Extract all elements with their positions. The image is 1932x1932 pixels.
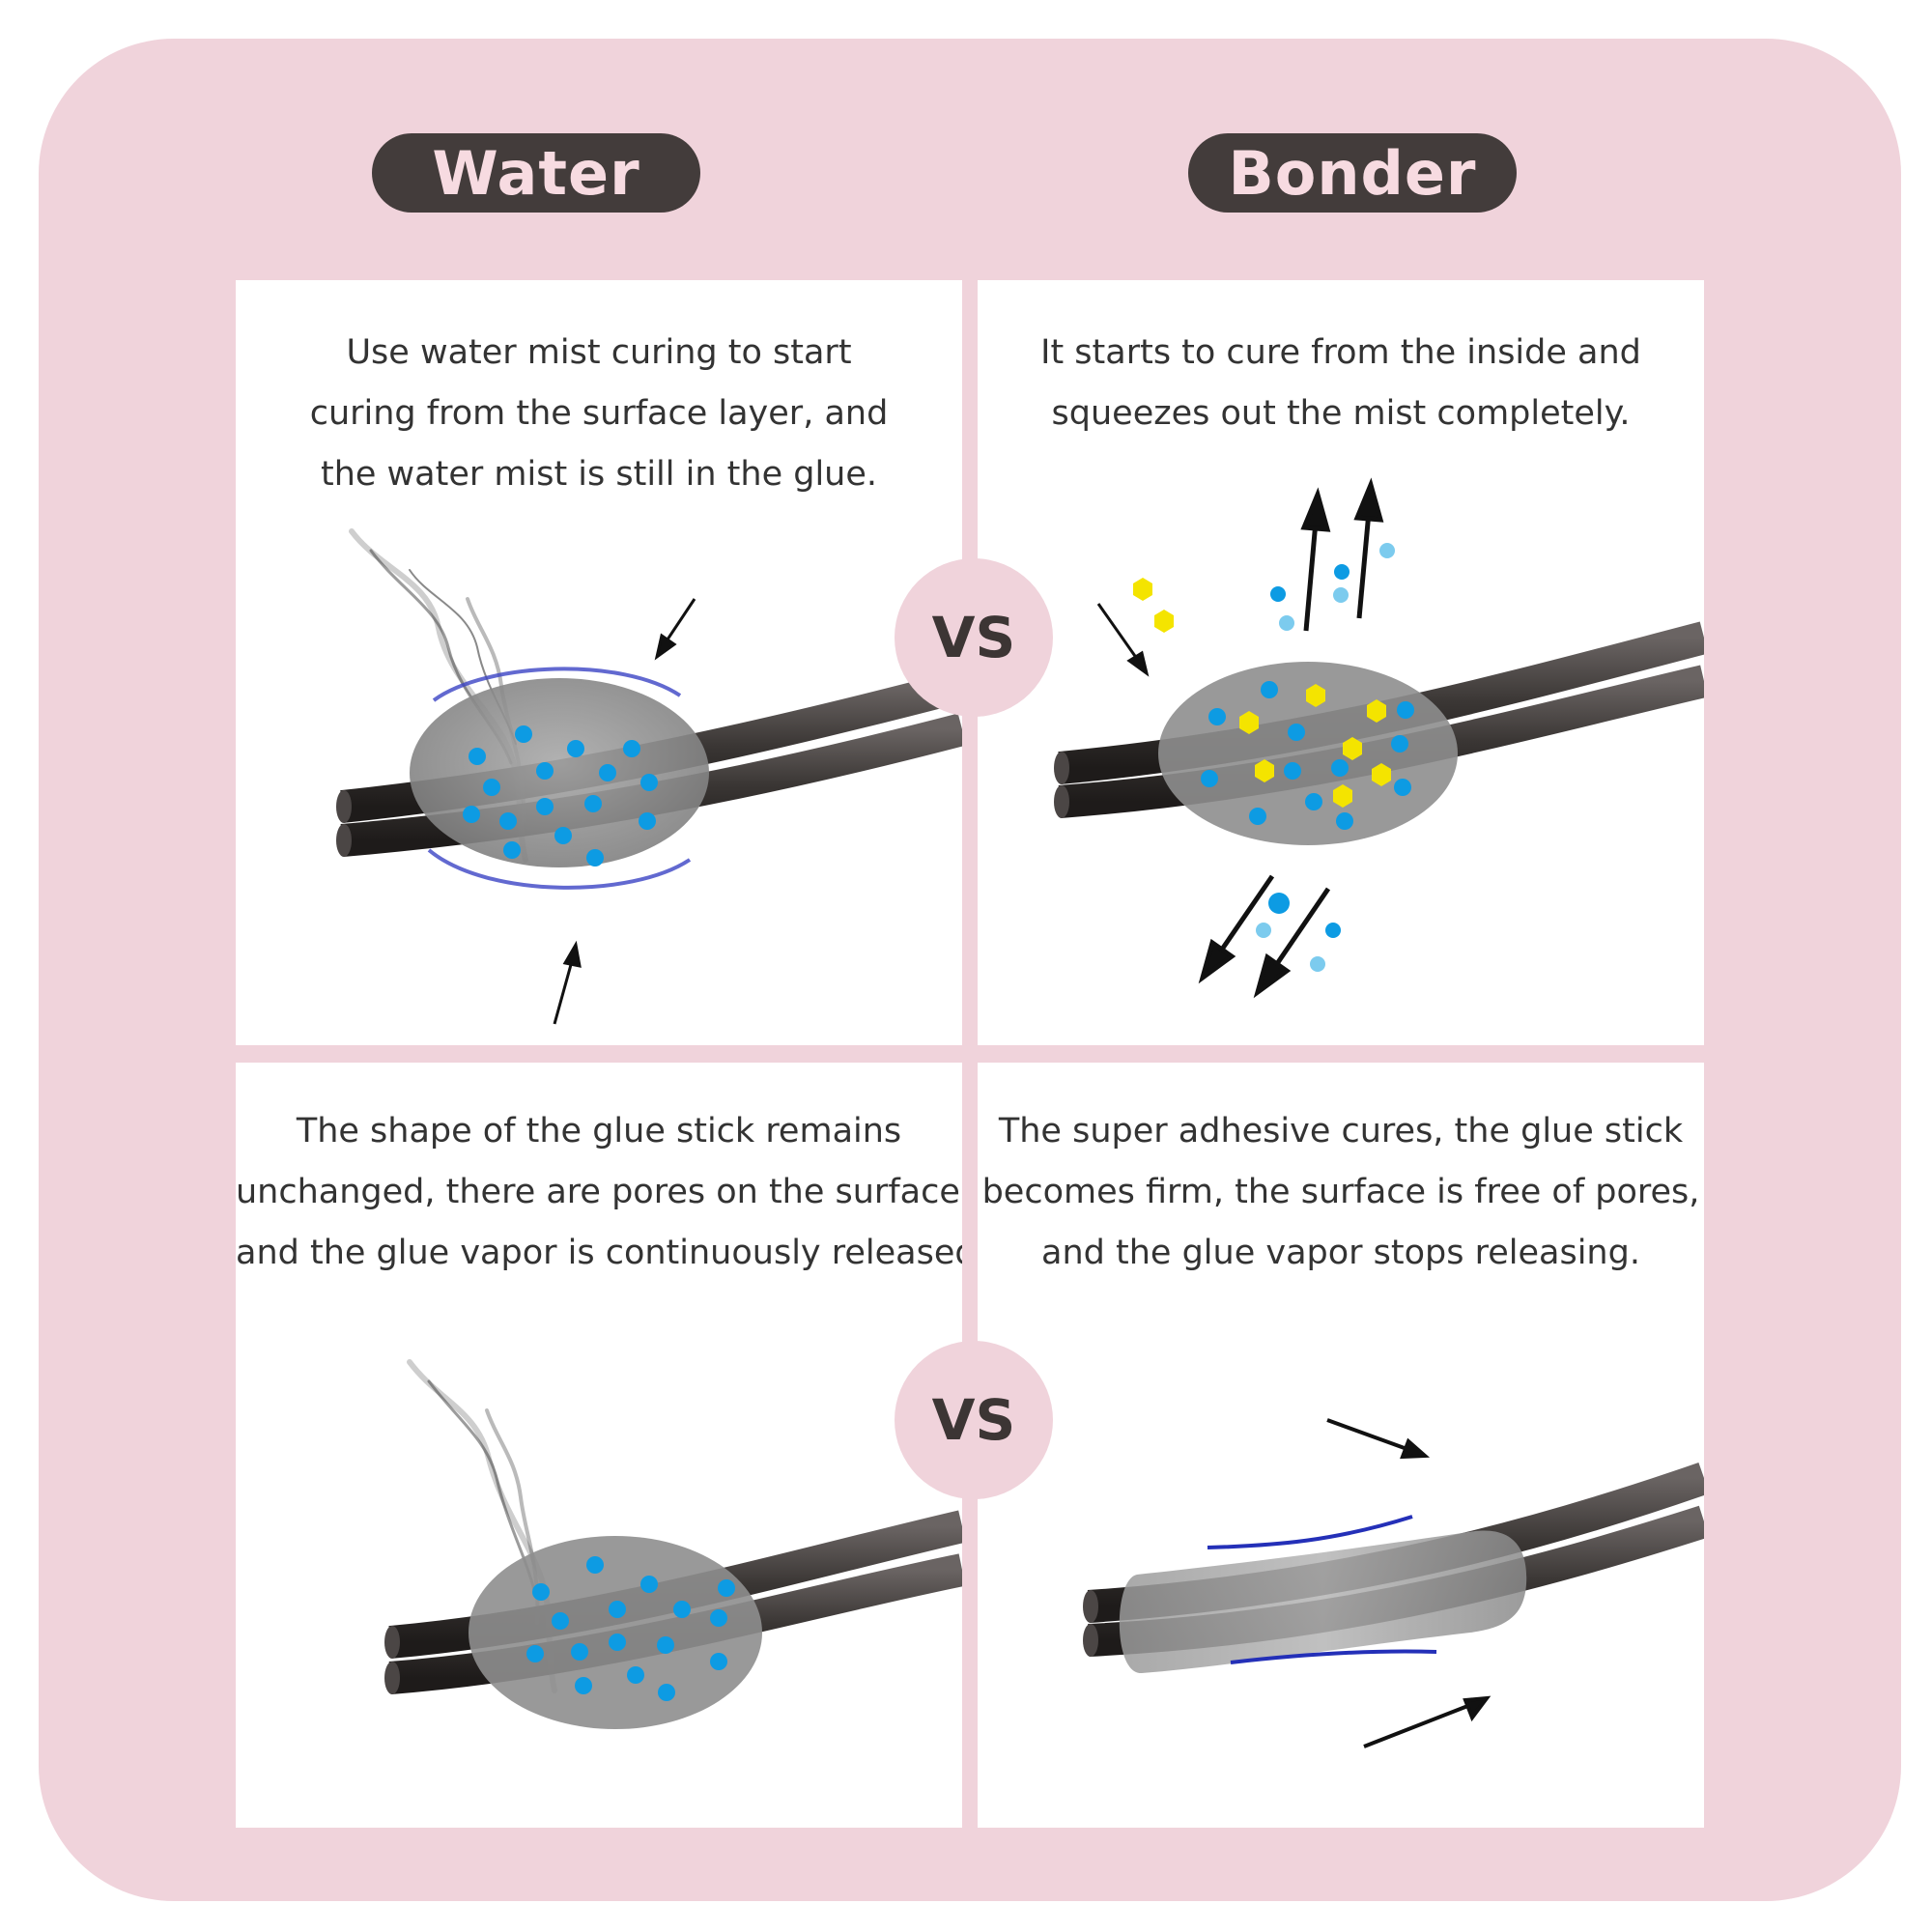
- squeeze-arrows: [1326, 1418, 1492, 1748]
- caption-line: and the glue vapor stops releasing.: [1041, 1234, 1640, 1272]
- panel-water-curing: Use water mist curing to start curing fr…: [236, 280, 962, 1045]
- caption-bonder-result: The super adhesive cures, the glue stick…: [978, 1101, 1704, 1284]
- caption-line: It starts to cure from the inside and: [1040, 333, 1641, 372]
- escaping-mist-dots: [1256, 543, 1395, 972]
- caption-water-curing: Use water mist curing to start curing fr…: [236, 323, 962, 505]
- cured-glue-sleeve: [1119, 1530, 1527, 1674]
- bonder-result-illustration: [1083, 1418, 1704, 1748]
- caption-bonder-curing: It starts to cure from the inside and sq…: [978, 323, 1704, 444]
- bonder-curing-illustration: [1054, 477, 1704, 999]
- hexagon-particles: [1133, 578, 1391, 808]
- caption-line: becomes firm, the surface is free of por…: [981, 1173, 1700, 1211]
- water-mist-dots: [463, 725, 658, 867]
- vs-badge-bottom: VS: [895, 1341, 1053, 1499]
- water-result-illustration: [384, 1359, 962, 1729]
- outward-arrows: [1198, 477, 1384, 999]
- caption-line: The super adhesive cures, the glue stick: [998, 1112, 1684, 1151]
- caption-line: the water mist is still in the glue.: [320, 455, 878, 494]
- ripple-lines: [427, 667, 692, 890]
- panel-bonder-result: The super adhesive cures, the glue stick…: [978, 1063, 1704, 1828]
- caption-line: The shape of the glue stick remains: [296, 1112, 902, 1151]
- compression-lines: [1207, 1515, 1437, 1664]
- inward-arrow: [1096, 603, 1150, 677]
- water-mist-dots: [1201, 681, 1414, 830]
- bonder-header: Bonder: [1188, 133, 1517, 213]
- caption-line: unchanged, there are pores on the surfac…: [236, 1173, 962, 1211]
- caption-line: Use water mist curing to start: [346, 333, 852, 372]
- inward-arrows: [553, 598, 696, 1025]
- panel-water-result: The shape of the glue stick remains unch…: [236, 1063, 962, 1828]
- panel-bonder-curing: It starts to cure from the inside and sq…: [978, 280, 1704, 1045]
- water-curing-illustration: [336, 528, 962, 1025]
- caption-water-result: The shape of the glue stick remains unch…: [236, 1101, 962, 1284]
- glue-blob: [410, 678, 709, 867]
- caption-line: squeezes out the mist completely.: [1051, 394, 1631, 433]
- caption-line: and the glue vapor is continuously relea…: [236, 1234, 962, 1272]
- vs-badge-top: VS: [895, 558, 1053, 717]
- glue-blob: [469, 1536, 762, 1729]
- caption-line: curing from the surface layer, and: [309, 394, 889, 433]
- water-header: Water: [372, 133, 700, 213]
- pore-dots: [526, 1556, 735, 1701]
